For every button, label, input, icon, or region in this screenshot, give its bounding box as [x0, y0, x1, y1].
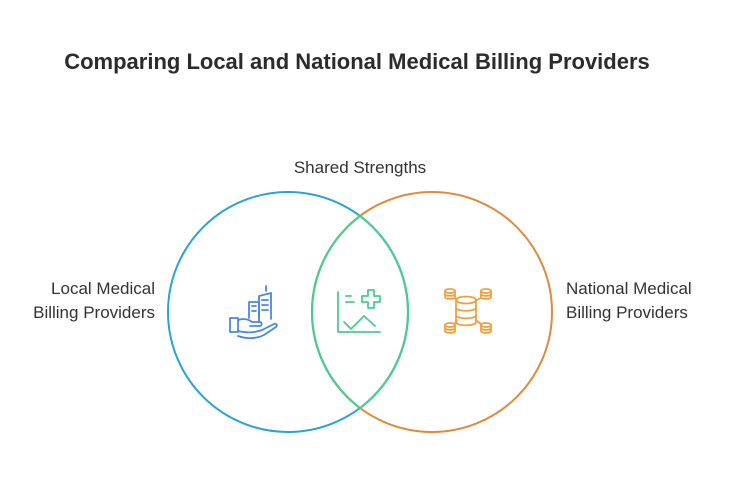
hand-holding-buildings-icon — [229, 285, 278, 340]
right-set-circle — [311, 191, 553, 433]
right-set-label: National Medical Billing Providers — [566, 279, 692, 322]
medical-chart-icon — [337, 289, 381, 333]
database-network-icon — [444, 288, 492, 334]
left-set-circle — [167, 191, 409, 433]
intersection-outline — [310, 192, 410, 432]
diagram-title: Comparing Local and National Medical Bil… — [64, 49, 650, 74]
left-set-label: Local Medical Billing Providers — [33, 279, 155, 322]
intersection-label: Shared Strengths — [293, 158, 427, 177]
